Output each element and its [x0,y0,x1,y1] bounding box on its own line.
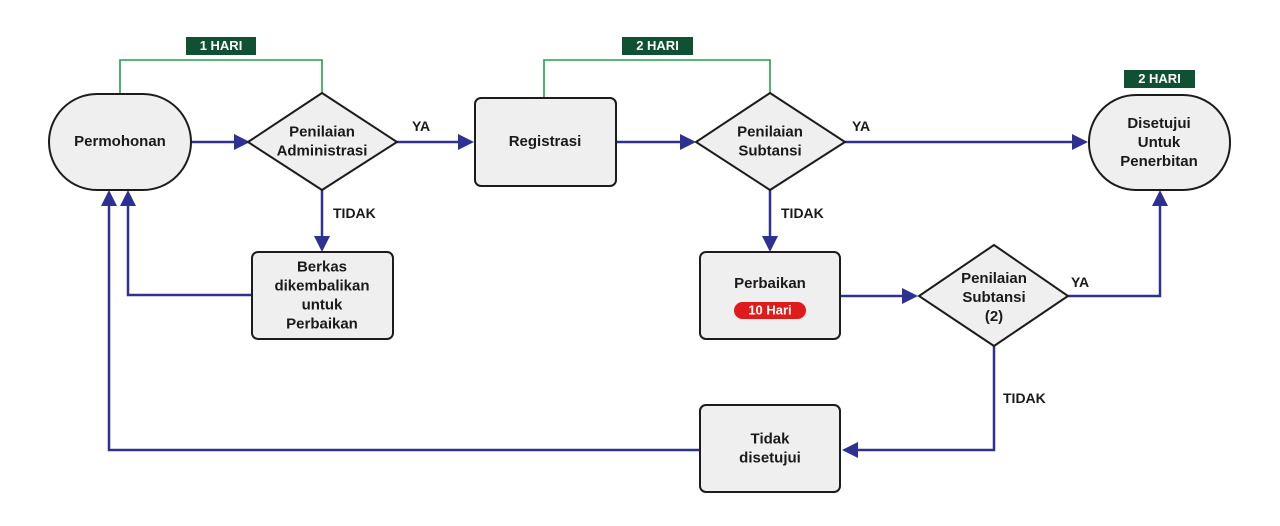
node-label-line: Subtansi [962,289,1025,306]
arrowhead [458,134,474,150]
node-label-line: Penilaian [289,123,355,140]
node-label-line: Subtansi [738,142,801,159]
admin-bracket [119,59,323,98]
svg-text:2 HARI: 2 HARI [1138,71,1181,86]
subtansi2-ya-label: YA [1071,274,1089,290]
edge-subtansi2-to-tidak-disetujui [856,346,996,452]
node-permohonan-label: Permohonan [74,133,166,150]
arrowhead [680,134,696,150]
node-label-line: disetujui [739,449,801,466]
admin-ya-label: YA [412,118,430,134]
arrowhead [234,134,250,150]
node-label-line: untuk [302,296,343,313]
node-tidak-disetujui: Tidak disetujui [699,404,841,493]
admin-duration-badge: 1 HARI [186,37,256,55]
node-label-line: Penilaian [737,123,803,140]
node-label-line: dikembalikan [274,277,369,294]
node-permohonan: Permohonan [48,93,192,191]
node-label-line: Administrasi [277,142,368,159]
edge-berkas-to-permohonan [126,204,252,297]
perbaikan-duration-pill: 10 Hari [734,302,806,319]
node-label-line: (2) [985,308,1003,325]
arrowhead [101,190,117,206]
arrowhead [842,442,858,458]
disetujui-duration-badge: 2 HARI [1124,70,1195,88]
arrowhead [120,190,136,206]
node-label-line: Disetujui [1127,115,1190,132]
arrowhead [314,236,330,252]
node-label-line: Penilaian [961,270,1027,287]
arrowhead [902,288,918,304]
node-label-line: Untuk [1138,134,1181,151]
svg-text:1 HARI: 1 HARI [200,38,243,53]
node-label-line: Tidak [751,430,791,447]
registrasi-bracket [543,59,771,98]
node-label-line: Registrasi [509,133,582,150]
node-perbaikan-label: Perbaikan [734,275,806,292]
subtansi2-tidak-label: TIDAK [1003,390,1046,406]
svg-text:10 Hari: 10 Hari [748,302,791,317]
node-perbaikan: Perbaikan 10 Hari [699,251,841,340]
arrowhead [1152,190,1168,206]
node-label-line: Perbaikan [286,315,358,332]
edges [101,134,1168,458]
node-label-line: Permohonan [74,133,166,150]
node-registrasi-label: Registrasi [509,133,582,150]
edge-tidak-disetujui-to-permohonan [107,204,700,452]
node-tidak-disetujui-label: Tidak disetujui [739,430,801,466]
edge-subtansi2-to-disetujui [1068,204,1162,298]
arrowhead [1072,134,1088,150]
node-label-line: Perbaikan [734,275,806,292]
node-registrasi: Registrasi [474,97,617,187]
arrowhead [762,236,778,252]
subtansi-tidak-label: TIDAK [781,205,824,221]
node-label-line: Berkas [297,258,347,275]
node-label-line: Penerbitan [1120,153,1198,170]
subtansi-ya-label: YA [852,118,870,134]
svg-text:2 HARI: 2 HARI [636,38,679,53]
admin-tidak-label: TIDAK [333,205,376,221]
registrasi-duration-badge: 2 HARI [622,37,693,55]
